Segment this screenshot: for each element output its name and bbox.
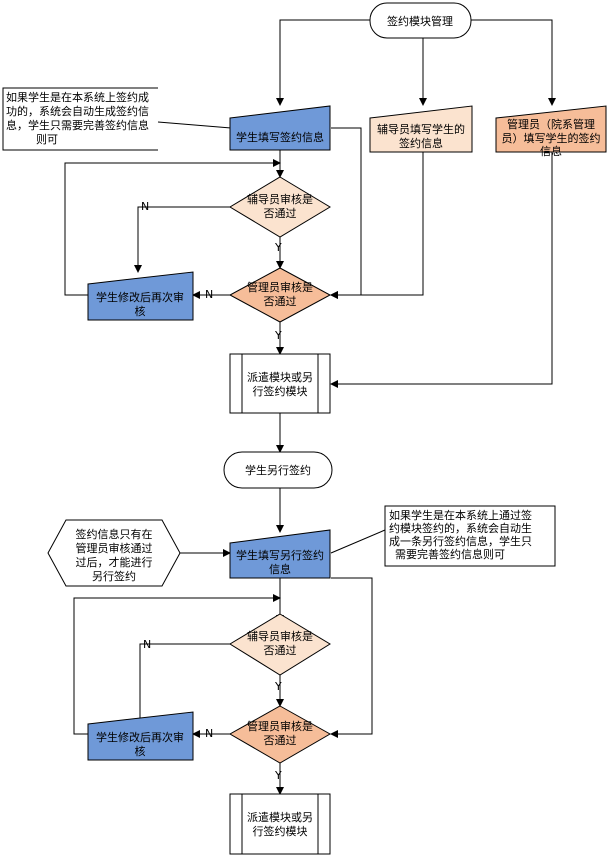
top-counselor-no-label: N [141, 200, 149, 213]
top-counselor-check-line-2: 否通过 [264, 207, 297, 220]
top-start-terminator: 签约模块管理 [369, 2, 472, 39]
bottom-admin-check-line-1: 管理员审核是 [247, 719, 313, 733]
top-admin-fill-line-3: 信息 [540, 144, 562, 158]
bottom-admin-check: 管理员审核是 否通过 [228, 705, 332, 764]
bottom-right-note-line-3: 成一条另行签约信息，学生只 [389, 534, 532, 548]
top-admin-check-line-1: 管理员审核是 [247, 280, 313, 294]
bottom-connectors [73, 488, 386, 795]
bottom-modify-line-1: 学生修改后再次审 [96, 730, 184, 744]
top-admin-check-line-2: 否通过 [264, 295, 297, 308]
bottom-left-note-line-3: 过后，才能进行 [76, 555, 153, 569]
top-note-line-1: 如果学生是在本系统上签约成 [6, 90, 149, 104]
top-note-line-3: 息，学生只需要完善签约信息 [6, 118, 149, 132]
top-note-line-4: 则可 [36, 133, 58, 146]
top-dispatch-line-1: 派遣模块或另 [247, 370, 313, 384]
bottom-counselor-check: 辅导员审核是 否通过 [229, 613, 331, 676]
bottom-start-text: 学生另行签约 [245, 463, 311, 477]
top-admin-no-label: N [205, 288, 213, 301]
top-note: 如果学生是在本系统上签约成 功的，系统会自动生成签约信 息，学生只需要完善签约信… [2, 87, 158, 151]
top-counselor-fill-line-1: 辅导员填写学生的 [377, 122, 465, 136]
top-modify-line-1: 学生修改后再次审 [96, 290, 184, 304]
bottom-left-note: 签约信息只有在 管理员审核通过 过后，才能进行 另行签约 [47, 519, 181, 587]
top-counselor-check: 辅导员审核是 否通过 [229, 176, 331, 238]
bottom-right-note-line-1: 如果学生是在本系统上通过签 [389, 508, 532, 522]
bottom-counselor-no-label: N [143, 638, 151, 651]
top-note-line-2: 功的，系统会自动生成签约信 [6, 104, 149, 118]
top-start-text: 签约模块管理 [387, 14, 453, 28]
bottom-counselor-yes-label: Y [274, 680, 282, 693]
bottom-left-note-line-1: 签约信息只有在 [76, 527, 153, 541]
top-admin-yes-label: Y [274, 329, 282, 342]
bottom-right-note: 如果学生是在本系统上通过签 约模块签约的，系统会自动生 成一条另行签约信息，学生… [384, 505, 556, 567]
top-admin-fill-line-1: 管理员（院系管理 [507, 117, 595, 131]
bottom-student-fill-line-1: 学生填写另行签约 [236, 548, 324, 562]
top-dispatch-line-2: 行签约模块 [253, 384, 308, 398]
top-connectors [64, 19, 556, 453]
top-counselor-yes-label: Y [274, 241, 282, 254]
top-student-fill-text: 学生填写签约信息 [236, 130, 324, 144]
top-counselor-fill-line-2: 签约信息 [399, 136, 443, 150]
bottom-admin-no-label: N [205, 727, 213, 740]
bottom-student-fill: 学生填写另行签约 信息 [229, 529, 331, 579]
bottom-admin-check-line-2: 否通过 [264, 734, 297, 747]
top-student-fill: 学生填写签约信息 [229, 105, 331, 151]
bottom-left-note-line-2: 管理员审核通过 [76, 541, 153, 555]
top-admin-fill-line-2: 员）填写学生的签约 [502, 131, 601, 145]
bottom-counselor-check-line-2: 否通过 [264, 644, 297, 657]
bottom-left-note-line-4: 另行签约 [92, 569, 136, 583]
bottom-right-note-line-2: 约模块签约的，系统会自动生 [389, 521, 532, 535]
bottom-start-terminator: 学生另行签约 [223, 451, 333, 489]
top-counselor-check-line-1: 辅导员审核是 [247, 192, 313, 206]
top-modify-line-2: 核 [135, 304, 146, 318]
bottom-modify-line-2: 核 [135, 744, 146, 758]
top-counselor-fill: 辅导员填写学生的 签约信息 [369, 105, 473, 153]
top-admin-fill: 管理员（院系管理 员）填写学生的签约 信息 [495, 105, 607, 158]
top-dispatch: 派遣模块或另 行签约模块 [229, 353, 331, 414]
bottom-right-note-line-4: 需要完善签约信息则可 [395, 547, 505, 561]
bottom-counselor-check-line-1: 辅导员审核是 [247, 629, 313, 643]
bottom-admin-yes-label: Y [274, 769, 282, 782]
bottom-dispatch-line-1: 派遣模块或另 [247, 810, 313, 824]
bottom-modify: 学生修改后再次审 核 [87, 711, 194, 761]
top-modify: 学生修改后再次审 核 [87, 271, 194, 321]
bottom-dispatch-line-2: 行签约模块 [253, 824, 308, 838]
top-admin-check: 管理员审核是 否通过 [228, 267, 332, 323]
bottom-student-fill-line-2: 信息 [269, 562, 291, 576]
bottom-dispatch: 派遣模块或另 行签约模块 [229, 793, 331, 855]
